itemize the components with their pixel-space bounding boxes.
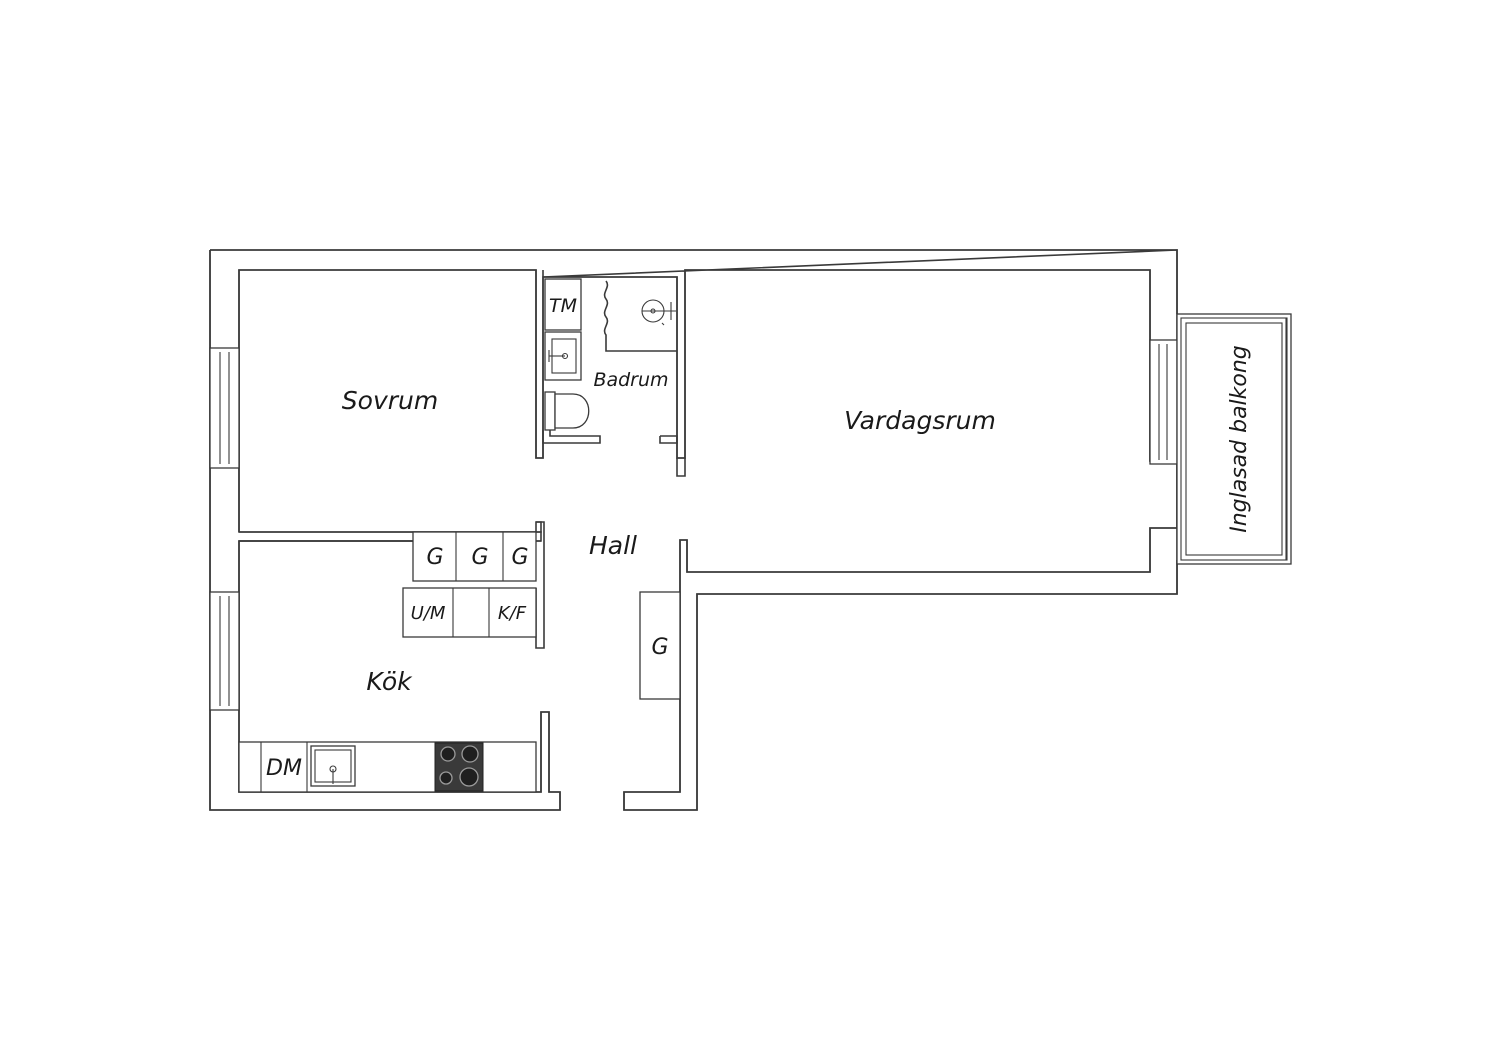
label-kf: K/F [498, 603, 527, 624]
room-label-hall: Hall [589, 531, 637, 560]
outer-wall [209, 249, 1178, 811]
washing-machine [544, 278, 582, 331]
label-g-hall: G [651, 635, 668, 660]
window-vardagsrum [1149, 339, 1178, 465]
stove [434, 742, 484, 792]
wardrobes [402, 531, 537, 638]
label-dm: DM [266, 756, 302, 781]
window-sovrum [209, 347, 240, 469]
label-g2: G [471, 545, 488, 570]
label-um: U/M [411, 603, 446, 624]
label-g1: G [426, 545, 443, 570]
room-label-balkong: Inglasad balkong [1227, 345, 1252, 533]
label-g3: G [511, 545, 528, 570]
sink-bathroom [544, 331, 582, 381]
toilet [544, 391, 590, 431]
hall-wardrobe [639, 591, 681, 700]
glazed-balcony [1176, 313, 1292, 565]
window-kok [209, 591, 240, 711]
room-label-vardagsrum: Vardagsrum [844, 406, 996, 435]
label-tm: TM [549, 295, 577, 317]
kitchen-sink [310, 745, 356, 787]
kitchen-counter [238, 741, 537, 793]
room-label-sovrum: Sovrum [342, 386, 438, 415]
room-label-badrum: Badrum [593, 369, 668, 391]
shower [603, 280, 677, 352]
room-label-kok: Kök [366, 667, 413, 696]
